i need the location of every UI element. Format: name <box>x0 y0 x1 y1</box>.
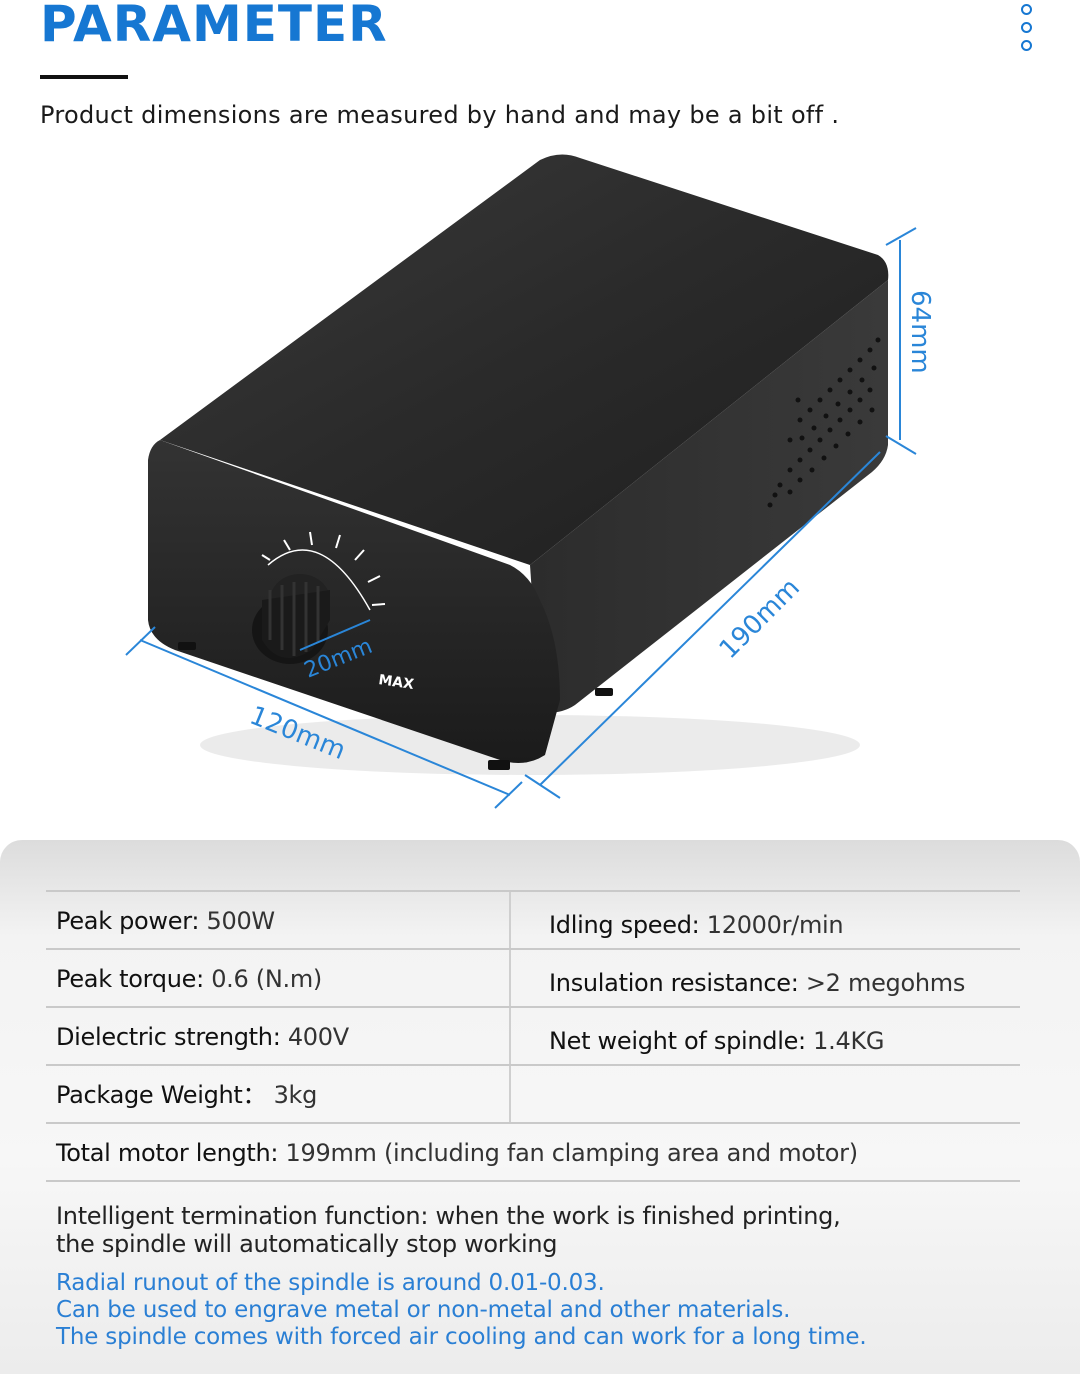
note-line: Can be used to engrave metal or non-meta… <box>56 1297 791 1323</box>
spec-cell: Idling speed: 12000r/min <box>549 911 844 939</box>
spec-row: Peak power: 500W Idling speed: 12000r/mi… <box>46 890 1020 948</box>
feature-notes: Radial runout of the spindle is around 0… <box>56 1270 1016 1351</box>
spec-row: Dielectric strength: 400V Net weight of … <box>46 1006 1020 1064</box>
page-title: PARAMETER <box>40 0 388 53</box>
length-dimension-label: 190mm <box>714 573 806 665</box>
spec-label: Idling speed: <box>549 911 700 939</box>
product-foot <box>595 688 613 696</box>
spec-value: when the work is finished printing, <box>428 1202 841 1230</box>
vent-grille <box>767 337 881 508</box>
spec-table: Peak power: 500W Idling speed: 12000r/mi… <box>46 890 1020 1182</box>
column-divider <box>509 1066 511 1122</box>
spec-value: 1.4KG <box>805 1027 885 1055</box>
spec-value: >2 megohms <box>798 969 966 997</box>
spec-label: Insulation resistance: <box>549 969 799 997</box>
dimension-lines <box>125 227 917 809</box>
spec-cell: Peak power: 500W <box>56 907 275 935</box>
dot <box>1020 22 1032 33</box>
termination-function: Intelligent termination function: when t… <box>56 1202 1016 1258</box>
speed-knob <box>252 574 330 664</box>
dot <box>1020 40 1032 51</box>
product-image: MAX 64mm 190mm 120mm 20mm <box>125 154 935 809</box>
spec-label: Net weight of spindle: <box>549 1027 806 1055</box>
spec-label: Peak torque: <box>56 965 204 993</box>
spec-value: 0.6 (N.m) <box>203 965 322 993</box>
spec-label: Package Weight： <box>56 1081 267 1109</box>
spec-label: Dielectric strength: <box>56 1023 281 1051</box>
note-line: The spindle comes with forced air coolin… <box>56 1324 867 1350</box>
spec-row-bottom-rule <box>46 1180 1020 1182</box>
spec-row: Package Weight： 3kg <box>46 1064 1020 1122</box>
spec-row: Peak torque: 0.6 (N.m) Insulation resist… <box>46 948 1020 1006</box>
spec-value: 500W <box>199 907 276 935</box>
spec-value: 400V <box>280 1023 349 1051</box>
height-dimension-label: 64mm <box>905 290 935 374</box>
spec-cell: Package Weight： 3kg <box>56 1081 317 1109</box>
dot <box>1020 4 1032 15</box>
product-top-face <box>160 154 889 565</box>
note-line: Radial runout of the spindle is around 0… <box>56 1270 605 1296</box>
spec-label: Peak power: <box>56 907 200 935</box>
product-side-face <box>530 280 888 713</box>
spec-value: 3kg <box>266 1081 318 1109</box>
product-foot <box>178 642 196 650</box>
spec-value-continued: the spindle will automatically stop work… <box>56 1230 558 1258</box>
dimension-disclaimer: Product dimensions are measured by hand … <box>40 101 840 129</box>
spec-cell: Insulation resistance: >2 megohms <box>549 969 965 997</box>
title-underline <box>40 75 128 79</box>
spec-cell: Total motor length: 199mm (including fan… <box>56 1139 858 1167</box>
spec-panel <box>0 840 1080 1374</box>
column-divider <box>509 1008 511 1064</box>
product-foot <box>488 760 510 770</box>
spec-cell: Dielectric strength: 400V <box>56 1023 349 1051</box>
spec-row-full: Total motor length: 199mm (including fan… <box>46 1122 1020 1180</box>
vertical-dots-icon[interactable] <box>1018 4 1034 58</box>
product-front-face <box>148 440 560 764</box>
dial-scale <box>261 531 386 606</box>
spec-cell: Net weight of spindle: 1.4KG <box>549 1027 884 1055</box>
spec-value: 12000r/min <box>699 911 844 939</box>
column-divider <box>509 892 511 948</box>
spec-label: Total motor length: <box>56 1139 279 1167</box>
column-divider <box>509 950 511 1006</box>
spec-cell: Peak torque: 0.6 (N.m) <box>56 965 322 993</box>
knob-max-label: MAX <box>377 672 415 693</box>
spec-label: Intelligent termination function: <box>56 1202 429 1230</box>
dial-arc <box>267 549 371 611</box>
spec-value: 199mm (including fan clamping area and m… <box>278 1139 859 1167</box>
